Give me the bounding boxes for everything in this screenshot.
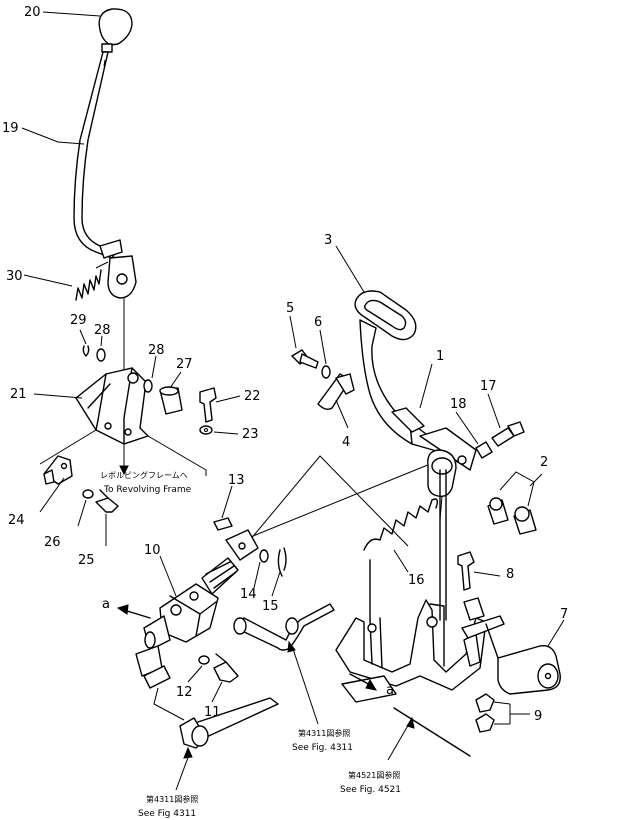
return-spring [75, 269, 102, 301]
callout-4: 4 [342, 435, 350, 450]
callout-23: 23 [242, 427, 259, 442]
callout-2: 2 [540, 455, 548, 470]
callout-22: 22 [244, 389, 261, 404]
callout-6: 6 [314, 315, 322, 330]
callout-numbers: 20 19 30 29 28 28 27 21 22 23 24 26 25 1… [2, 5, 568, 724]
callout-25: 25 [78, 553, 95, 568]
pedal-base-frame [335, 599, 487, 691]
callout-14: 14 [240, 587, 257, 602]
callout-18: 18 [450, 397, 467, 412]
callout-1: 1 [436, 349, 444, 364]
view-letter-a-right: a [386, 683, 394, 698]
note-fig4521-en: See Fig. 4521 [340, 785, 401, 795]
callout-5: 5 [286, 301, 294, 316]
callout-8: 8 [506, 567, 514, 582]
note-fig4311-center-jp: 第4311図参照 [298, 728, 350, 738]
callout-27: 27 [176, 357, 193, 372]
hydraulic-pipe [233, 603, 335, 651]
note-fig4521-jp: 第4521図参照 [348, 770, 400, 780]
callout-28: 28 [148, 343, 165, 358]
note-revolving-frame-jp: レボルビングフレームへ [100, 470, 188, 480]
callout-3: 3 [324, 233, 332, 248]
callout-29: 29 [70, 313, 87, 328]
lever-rod [73, 51, 117, 259]
callout-11: 11 [204, 705, 221, 720]
callout-17: 17 [480, 379, 497, 394]
reference-letters: a a [102, 597, 394, 698]
callout-16: 16 [408, 573, 425, 588]
callout-28: 28 [94, 323, 111, 338]
callout-12: 12 [176, 685, 193, 700]
shift-lever-assembly [39, 8, 217, 513]
lever-knob [98, 8, 133, 46]
lever-bracket [75, 367, 149, 445]
callout-15: 15 [262, 599, 279, 614]
control-valve-assembly [116, 455, 441, 791]
figure-notes: レボルビングフレームへ To Revolving Frame 第4311図参照 … [100, 470, 401, 819]
callout-13: 13 [228, 473, 245, 488]
pedal-spring [363, 499, 433, 551]
callout-9: 9 [534, 709, 542, 724]
callout-26: 26 [44, 535, 61, 550]
callout-24: 24 [8, 513, 25, 528]
pedal-assembly [291, 290, 561, 761]
note-revolving-frame-en: To Revolving Frame [103, 485, 192, 495]
callout-19: 19 [2, 121, 19, 136]
callout-20: 20 [24, 5, 41, 20]
callout-21: 21 [10, 387, 27, 402]
bracket-bolt [199, 387, 217, 423]
callout-30: 30 [6, 269, 23, 284]
callout-7: 7 [560, 607, 568, 622]
callout-10: 10 [144, 543, 161, 558]
pedal-pad [354, 290, 417, 341]
view-letter-a-left: a [102, 597, 110, 612]
note-fig4311-bottom-en: See Fig 4311 [138, 809, 196, 819]
note-fig4311-center-en: See Fig. 4311 [292, 743, 353, 753]
leader-lines [21, 11, 565, 725]
note-fig4311-bottom-jp: 第4311図参照 [146, 794, 198, 804]
